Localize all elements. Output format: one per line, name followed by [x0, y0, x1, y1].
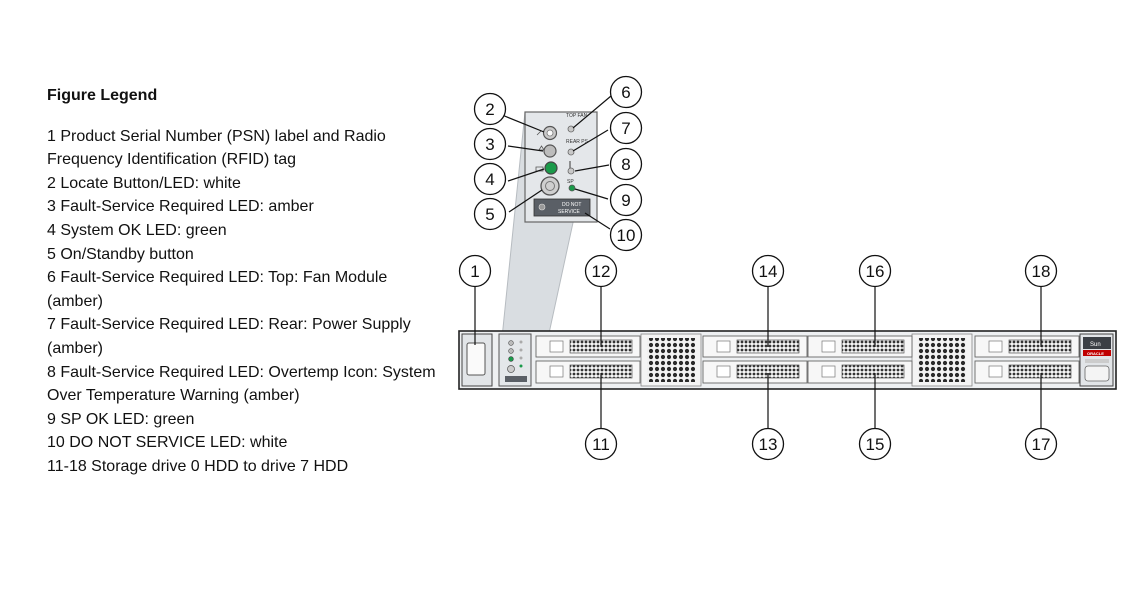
- legend-item: 6 Fault-Service Required LED: Top: Fan M…: [47, 269, 388, 310]
- legend-item: 9 SP OK LED: green: [47, 410, 195, 428]
- callout-5: 5: [473, 197, 507, 231]
- brand-text: Sun: [1090, 342, 1101, 348]
- top-fan-label: TOP FAN: [566, 113, 588, 119]
- callout-18: 18: [1024, 254, 1058, 288]
- callout-8: 8: [609, 147, 643, 181]
- svg-text:11: 11: [592, 435, 610, 454]
- svg-text:12: 12: [592, 262, 611, 281]
- callout-10: 10: [609, 218, 643, 252]
- legend-item: 11-18 Storage drive 0 HDD to drive 7 HDD: [47, 457, 349, 475]
- rear-ps-led: [567, 148, 575, 156]
- svg-text:1: 1: [470, 262, 479, 281]
- system-ok-led: [544, 161, 558, 175]
- callout-9: 9: [609, 183, 643, 217]
- callout-4: 4: [473, 162, 507, 196]
- svg-text:5: 5: [485, 205, 494, 224]
- legend-item: 2 Locate Button/LED: white: [47, 174, 241, 192]
- svg-text:7: 7: [621, 119, 630, 138]
- indicator-panel-detail: TOP FAN REAR PS SP DO NOT SERVICE: [524, 111, 598, 223]
- svg-text:10: 10: [617, 226, 636, 245]
- drive-bay: [807, 360, 913, 384]
- do-not-service-text-2: SERVICE: [558, 209, 581, 215]
- vendor-text: ORACLE: [1087, 351, 1104, 356]
- svg-text:13: 13: [759, 435, 778, 454]
- do-not-service-text-1: DO NOT: [562, 202, 581, 208]
- drive-bay: [807, 335, 913, 358]
- callout-7: 7: [609, 111, 643, 145]
- rear-ps-label: REAR PS: [566, 139, 589, 145]
- oracle-logo: [1083, 350, 1111, 356]
- legend-item: 10 DO NOT SERVICE LED: white: [47, 434, 288, 452]
- callout-1: 1: [458, 254, 492, 288]
- callout-13: 13: [751, 427, 785, 461]
- callout-16: 16: [858, 254, 892, 288]
- callout-11: 11: [584, 427, 618, 461]
- legend-title: Figure Legend: [47, 87, 158, 104]
- legend-item: 4 System OK LED: green: [47, 221, 227, 239]
- svg-text:9: 9: [621, 191, 630, 210]
- svg-text:6: 6: [621, 83, 630, 102]
- legend-item: 5 On/Standby button: [47, 245, 194, 263]
- sp-label: SP: [567, 179, 574, 185]
- overtemp-led: [567, 167, 575, 175]
- svg-text:16: 16: [866, 262, 885, 281]
- svg-text:17: 17: [1032, 435, 1051, 454]
- drive-bay: [702, 335, 808, 358]
- svg-text:14: 14: [759, 262, 778, 281]
- callout-2: 2: [473, 92, 507, 126]
- svg-text:15: 15: [866, 435, 885, 454]
- callout-15: 15: [858, 427, 892, 461]
- on-standby-button: [540, 176, 560, 196]
- legend-item: 3 Fault-Service Required LED: amber: [47, 198, 314, 216]
- svg-text:4: 4: [485, 170, 494, 189]
- callout-14: 14: [751, 254, 785, 288]
- callout-17: 17: [1024, 427, 1058, 461]
- callout-6: 6: [609, 75, 643, 109]
- drive-bay: [535, 335, 641, 358]
- sun-logo: [1083, 337, 1111, 349]
- svg-text:8: 8: [621, 155, 630, 174]
- leader-lines: [474, 95, 1042, 428]
- drive-bay: [974, 335, 1080, 358]
- svg-text:3: 3: [485, 135, 494, 154]
- svg-text:2: 2: [485, 100, 494, 119]
- drive-bay: [974, 360, 1080, 384]
- legend-item: 8 Fault-Service Required LED: Overtemp I…: [47, 363, 436, 405]
- legend-item: 1 Product Serial Number (PSN) label and …: [47, 127, 386, 169]
- fault-service-led: [543, 144, 557, 158]
- figure-legend: Figure Legend 1 Product Serial Number (P…: [47, 84, 439, 479]
- do-not-service-led: [533, 198, 591, 217]
- callout-3: 3: [473, 127, 507, 161]
- legend-item: 7 Fault-Service Required LED: Rear: Powe…: [47, 316, 411, 357]
- callout-12: 12: [584, 254, 618, 288]
- top-fan-led: [567, 125, 575, 133]
- sp-ok-led: [568, 184, 576, 192]
- psn-rfid-label: [466, 342, 486, 376]
- svg-text:18: 18: [1032, 262, 1051, 281]
- drive-bay: [702, 360, 808, 384]
- drive-bay: [535, 360, 641, 384]
